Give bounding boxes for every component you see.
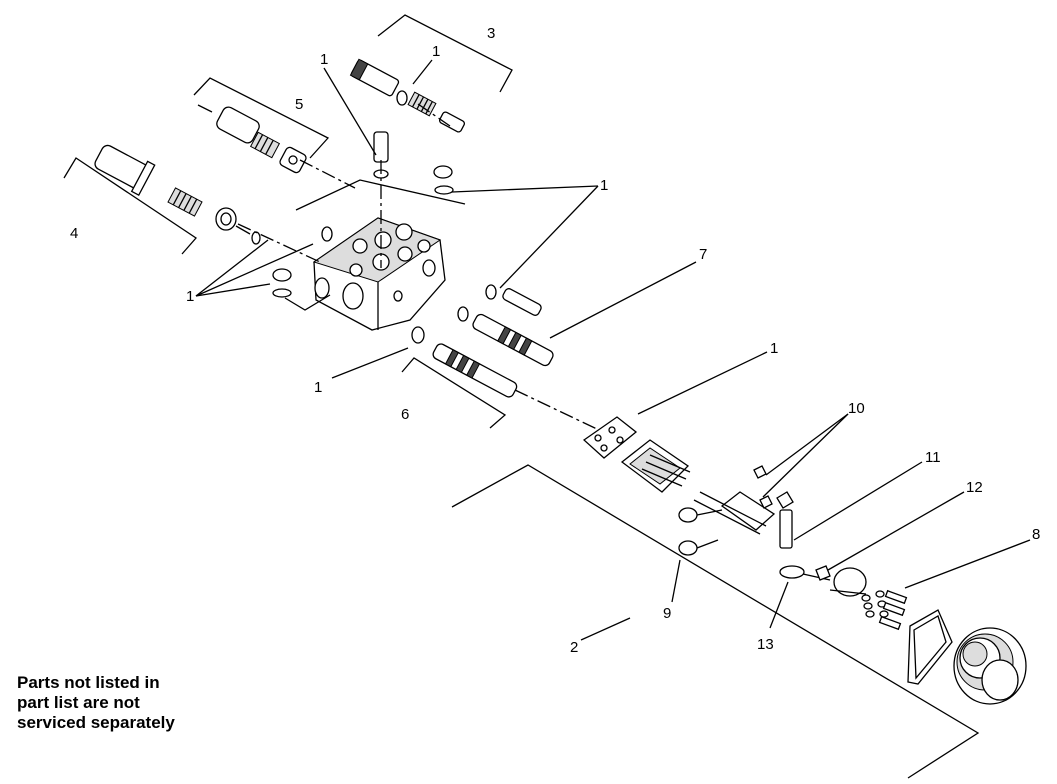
callout-1-gasket: 1 <box>770 340 778 357</box>
callout-2: 2 <box>570 639 578 656</box>
callout-12: 12 <box>966 479 983 496</box>
bracket-group-2 <box>451 464 980 779</box>
cover-plate <box>620 439 691 493</box>
bracket-group-4 <box>63 157 197 255</box>
callout-10: 10 <box>848 400 865 417</box>
callout-13: 13 <box>757 636 774 653</box>
spool-7 <box>472 313 554 367</box>
callout-5: 5 <box>295 96 303 113</box>
callout-6: 6 <box>401 406 409 423</box>
callout-7: 7 <box>699 246 707 263</box>
center-lines <box>237 103 621 441</box>
service-note: Parts not listed in part list are not se… <box>17 673 175 732</box>
callout-1-left: 1 <box>186 288 194 305</box>
callout-1-lower-left: 1 <box>314 379 322 396</box>
spool-6 <box>432 343 518 398</box>
callout-1-upper-right: 1 <box>432 43 440 60</box>
callout-3: 3 <box>487 25 495 42</box>
callout-1-right: 1 <box>600 177 608 194</box>
callout-1-top: 1 <box>320 51 328 68</box>
plugs-and-o-rings <box>272 131 542 344</box>
callout-8: 8 <box>1032 526 1040 543</box>
bracket-group-5 <box>193 77 330 159</box>
group-3-parts <box>349 58 466 133</box>
bracket-group-6 <box>401 357 507 429</box>
boot-seal <box>907 609 953 685</box>
callout-numbers: 1 1 1 1 1 1 1 1 2 3 4 5 6 7 8 9 10 11 12… <box>70 25 1040 656</box>
group-5-parts <box>197 104 307 174</box>
callout-11: 11 <box>925 449 941 466</box>
leader-lines <box>195 59 1031 641</box>
group-4-parts <box>94 144 261 245</box>
linkage-assembly <box>678 465 908 631</box>
valve-body <box>312 217 446 331</box>
gasket <box>582 416 638 459</box>
callout-9: 9 <box>663 605 671 622</box>
rubber-boot <box>953 627 1027 705</box>
callout-4: 4 <box>70 225 78 242</box>
bracket-group-3 <box>377 14 513 93</box>
